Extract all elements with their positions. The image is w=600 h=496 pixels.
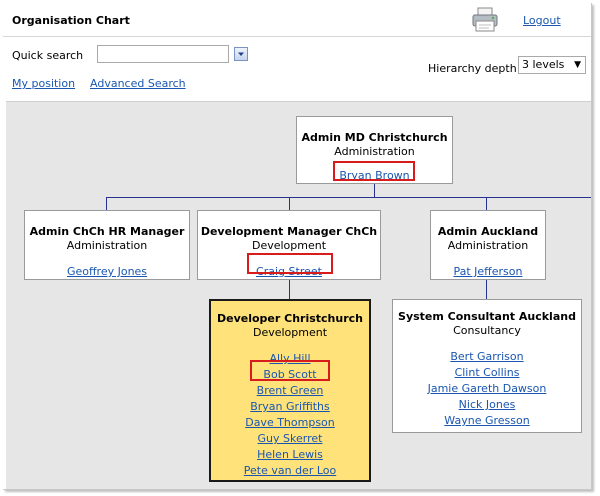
person-link[interactable]: Guy Skerret bbox=[257, 432, 323, 445]
org-chart-canvas: Admin MD Christchurch Administration Bry… bbox=[6, 101, 591, 489]
app-window: Organisation Chart Logout Quick search M… bbox=[3, 3, 592, 490]
org-node-developer-christchurch[interactable]: Developer Christchurch Development Ally … bbox=[209, 299, 371, 482]
chevron-down-icon bbox=[238, 52, 244, 56]
header-bar: Organisation Chart Logout bbox=[3, 3, 591, 37]
connector-line bbox=[289, 197, 290, 210]
my-position-link[interactable]: My position bbox=[12, 77, 76, 90]
connector-line bbox=[289, 279, 290, 299]
person-link[interactable]: Pete van der Loo bbox=[243, 464, 337, 477]
node-title: Admin ChCh HR Manager bbox=[29, 225, 185, 238]
highlight-box bbox=[250, 360, 330, 381]
person-link[interactable]: Pat Jefferson bbox=[453, 265, 523, 278]
quick-search-dropdown-button[interactable] bbox=[234, 47, 248, 61]
person-link[interactable]: Jamie Gareth Dawson bbox=[427, 382, 547, 395]
person-link[interactable]: Nick Jones bbox=[458, 398, 516, 411]
person-link[interactable]: Craig Street bbox=[256, 265, 322, 278]
node-department: Consultancy bbox=[453, 324, 521, 337]
org-node-admin-chch-hr[interactable]: Admin ChCh HR Manager Administration Geo… bbox=[24, 210, 190, 280]
person-link[interactable]: Clint Collins bbox=[454, 366, 520, 379]
hierarchy-depth-select[interactable]: 3 levels ▼ bbox=[518, 56, 586, 74]
person-link[interactable]: Bryan Griffiths bbox=[250, 400, 330, 413]
logout-link[interactable]: Logout bbox=[523, 14, 561, 27]
connector-line bbox=[374, 183, 375, 197]
person-link[interactable]: Dave Thompson bbox=[245, 416, 335, 429]
advanced-search-link[interactable]: Advanced Search bbox=[90, 77, 186, 90]
person-link[interactable]: Bob Scott bbox=[263, 368, 317, 381]
node-department: Administration bbox=[66, 239, 148, 252]
node-title: Developer Christchurch bbox=[216, 312, 363, 325]
node-department: Development bbox=[251, 239, 327, 252]
org-node-root[interactable]: Admin MD Christchurch Administration Bry… bbox=[296, 116, 453, 184]
chevron-down-icon: ▼ bbox=[574, 60, 581, 70]
printer-icon[interactable] bbox=[471, 7, 499, 33]
highlight-box bbox=[247, 253, 333, 274]
node-department: Administration bbox=[334, 145, 415, 158]
person-link[interactable]: Wayne Gresson bbox=[444, 414, 530, 427]
node-title: System Consultant Auckland bbox=[398, 310, 576, 323]
org-node-admin-auckland[interactable]: Admin Auckland Administration Pat Jeffer… bbox=[430, 210, 546, 280]
person-link[interactable]: Geoffrey Jones bbox=[66, 265, 148, 278]
hierarchy-depth-value: 3 levels bbox=[522, 58, 565, 71]
node-department: Administration bbox=[447, 239, 529, 252]
node-department: Development bbox=[252, 326, 328, 339]
person-link[interactable]: Brent Green bbox=[256, 384, 324, 397]
org-node-dev-manager[interactable]: Development Manager ChCh Development Cra… bbox=[197, 210, 381, 280]
quick-search-input[interactable] bbox=[97, 45, 229, 63]
connector-line bbox=[486, 279, 487, 299]
person-link[interactable]: Bryan Brown bbox=[339, 169, 410, 182]
connector-line bbox=[106, 197, 107, 210]
person-link[interactable]: Helen Lewis bbox=[257, 448, 323, 461]
connector-line bbox=[486, 197, 487, 210]
person-link[interactable]: Bert Garrison bbox=[450, 350, 524, 363]
node-title: Development Manager ChCh bbox=[200, 225, 378, 238]
quick-search-label: Quick search bbox=[12, 49, 84, 62]
org-node-system-consultant-auckland[interactable]: System Consultant Auckland Consultancy B… bbox=[392, 299, 582, 433]
node-title: Admin Auckland bbox=[437, 225, 539, 238]
node-title: Admin MD Christchurch bbox=[301, 131, 448, 144]
page-title: Organisation Chart bbox=[12, 14, 130, 27]
connector-line bbox=[106, 197, 591, 198]
hierarchy-depth-label: Hierarchy depth bbox=[428, 62, 517, 75]
highlight-box bbox=[333, 161, 415, 181]
